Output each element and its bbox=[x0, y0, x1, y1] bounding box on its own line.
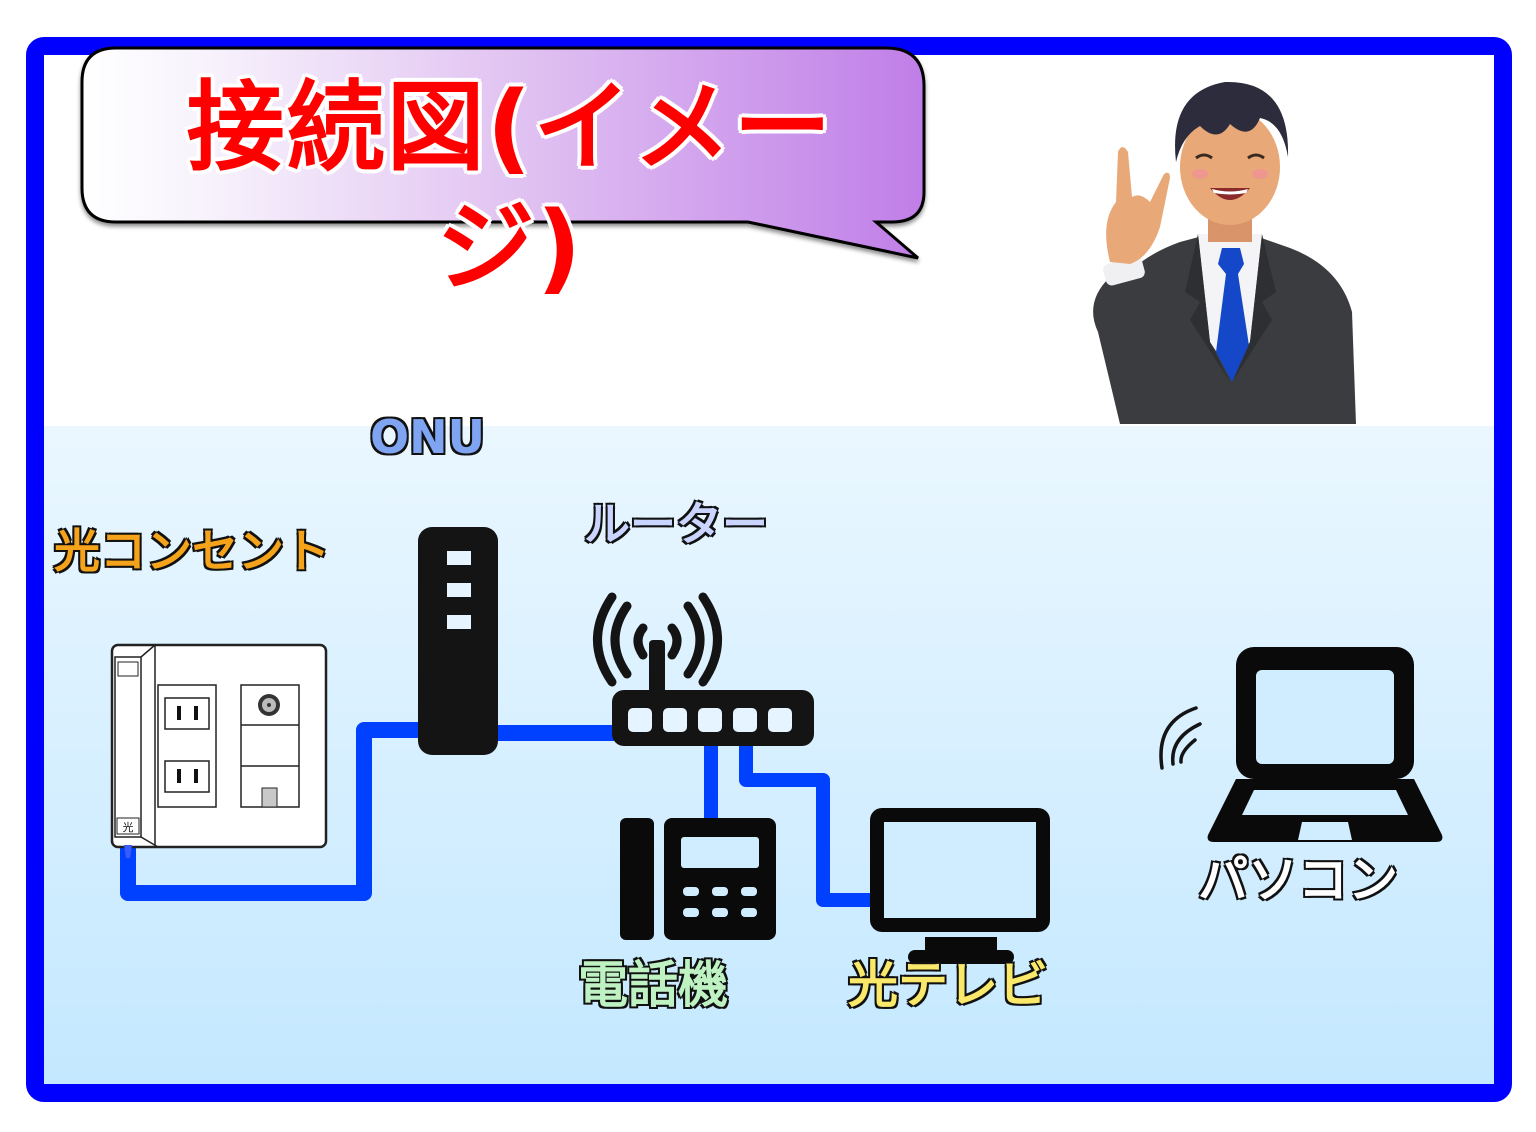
router-icon bbox=[593, 592, 814, 746]
telephone-icon bbox=[620, 818, 776, 940]
optical-outlet-icon: 光 bbox=[110, 643, 328, 858]
onu-label: ONU bbox=[369, 409, 486, 465]
onu-icon bbox=[418, 527, 498, 755]
laptop-pc-icon bbox=[1159, 647, 1443, 842]
tv-monitor-icon bbox=[870, 808, 1050, 964]
router-label: ルーター bbox=[583, 496, 769, 552]
pc-label: パソコン bbox=[1197, 850, 1399, 910]
optical-tv-label: 光テレビ bbox=[847, 955, 1049, 1015]
businessman-character-illustration bbox=[1093, 81, 1356, 424]
speech-bubble-shape bbox=[80, 46, 926, 260]
cable-outlet-to-onu bbox=[120, 722, 428, 901]
page-title: 接続図(イメージ) bbox=[186, 71, 834, 305]
cable-router-to-tv bbox=[739, 728, 887, 907]
wireless-signal-icon bbox=[1159, 706, 1202, 770]
title-speech-bubble: 接続図(イメージ) bbox=[76, 42, 928, 305]
optical-outlet-tag: 光 bbox=[123, 820, 134, 834]
wifi-signal-icon bbox=[593, 592, 722, 687]
optical-outlet-label: 光コンセント bbox=[53, 523, 331, 579]
telephone-label: 電話機 bbox=[577, 955, 729, 1015]
